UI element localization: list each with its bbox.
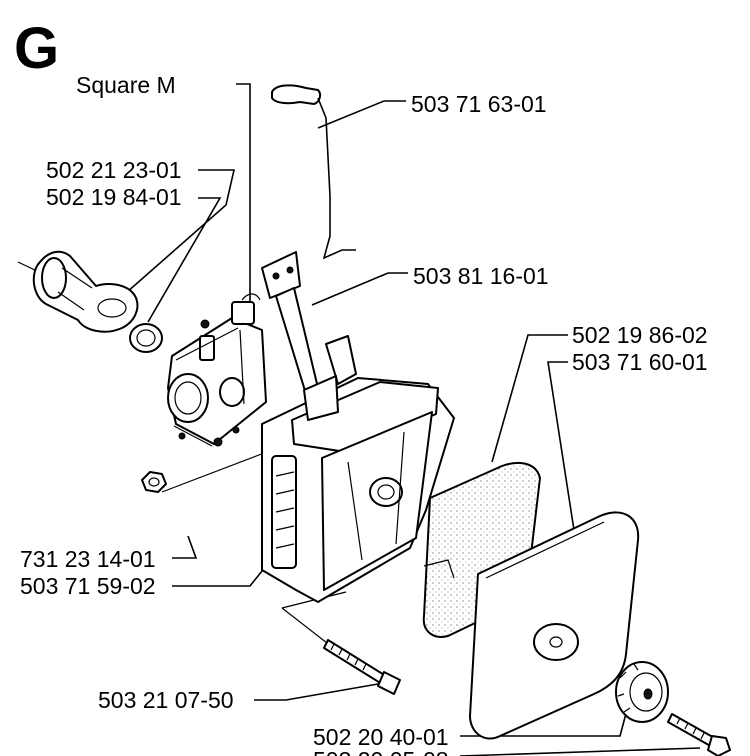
air-filter-housing-part <box>261 335 455 603</box>
part-number-filter-foam: 502 19 86-02 <box>572 322 708 348</box>
model-label: Square M <box>76 72 176 98</box>
short-screw-part <box>667 713 731 756</box>
choke-rod-part <box>271 84 356 260</box>
part-number-nut: 731 23 14-01 <box>20 546 156 572</box>
knob-part <box>615 661 669 723</box>
long-screw-part <box>323 639 401 695</box>
part-number-filter-housing: 503 71 59-02 <box>20 573 156 599</box>
filter-cover-part <box>469 511 640 740</box>
part-number-gasket-ring: 502 19 84-01 <box>46 184 182 210</box>
gasket-ring-part <box>129 323 163 353</box>
part-number-short-screw: 503 20 05-08 <box>313 747 449 756</box>
part-number-throttle-rod: 503 81 16-01 <box>413 263 549 289</box>
part-number-choke-rod: 503 71 63-01 <box>411 91 547 117</box>
part-number-knob: 502 20 40-01 <box>313 724 449 750</box>
section-letter: G <box>14 16 59 81</box>
part-number-filter-cover: 503 71 60-01 <box>572 349 708 375</box>
part-number-long-screw: 503 21 07-50 <box>98 687 234 713</box>
nut-part <box>141 471 167 493</box>
carburetor-part <box>167 293 267 447</box>
throttle-rod-part <box>261 251 319 395</box>
part-number-intake: 502 21 23-01 <box>46 157 182 183</box>
intake-manifold-part <box>32 250 139 333</box>
